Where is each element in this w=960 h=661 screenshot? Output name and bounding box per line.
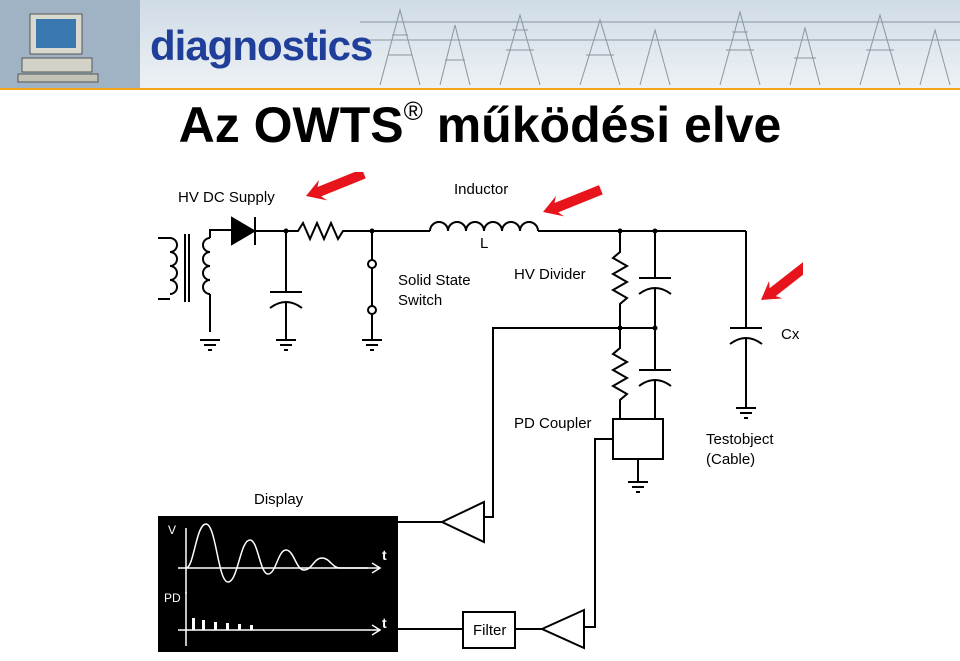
header-banner: diagnostics <box>0 0 960 90</box>
highlight-arrows <box>306 172 803 300</box>
series-resistor <box>286 220 372 242</box>
arrow-icon-cx <box>761 258 803 300</box>
label-hv-dc-supply: HV DC Supply <box>178 189 275 206</box>
computer-icon <box>17 13 99 83</box>
axis-label-t1: t <box>382 547 387 563</box>
label-filter: Filter <box>473 622 506 639</box>
label-inductor: Inductor <box>454 181 508 198</box>
ground-symbols <box>200 339 756 493</box>
oscilloscope-display: V t PD t <box>158 516 398 652</box>
label-solid-state: Solid State <box>398 272 471 289</box>
label-cable: (Cable) <box>706 451 755 468</box>
registered-mark: ® <box>403 96 423 126</box>
arrow-icon-hv-supply <box>306 172 366 201</box>
label-testobject: Testobject <box>706 431 774 448</box>
owts-circuit-diagram: HV DC Supply Inductor L Solid State Swit… <box>158 172 803 654</box>
arrow-icon-inductor <box>543 185 603 217</box>
test-object-capacitor <box>729 231 763 408</box>
voltage-waveform <box>185 523 368 583</box>
axis-label-t2: t <box>382 615 387 631</box>
axis-label-v: V <box>168 523 176 537</box>
banner-background <box>0 0 960 90</box>
hv-divider <box>610 231 672 420</box>
title-main: Az OWTS <box>178 97 404 153</box>
display-amplifier <box>398 500 485 544</box>
solid-state-switch <box>367 231 377 340</box>
label-hv-divider: HV Divider <box>514 266 586 283</box>
label-cx: Cx <box>781 326 800 343</box>
pd-pulses <box>192 618 253 630</box>
label-pd-coupler: PD Coupler <box>514 415 592 432</box>
label-display: Display <box>254 491 304 508</box>
pd-axes <box>178 592 380 646</box>
filter-amplifier <box>515 608 585 650</box>
axis-label-pd: PD <box>164 591 181 605</box>
inductor-symbol <box>429 221 746 232</box>
slide-title: Az OWTS® működési elve <box>0 96 960 154</box>
substation-pattern <box>360 8 960 86</box>
transformer-symbol <box>158 229 228 332</box>
pd-coupler <box>584 418 664 628</box>
label-inductor-symbol: L <box>480 235 488 252</box>
supply-capacitor <box>269 231 303 340</box>
diagnostics-logo: diagnostics <box>150 22 373 69</box>
label-switch: Switch <box>398 292 442 309</box>
diode-symbol <box>228 216 286 246</box>
title-rest: működési elve <box>436 97 782 153</box>
